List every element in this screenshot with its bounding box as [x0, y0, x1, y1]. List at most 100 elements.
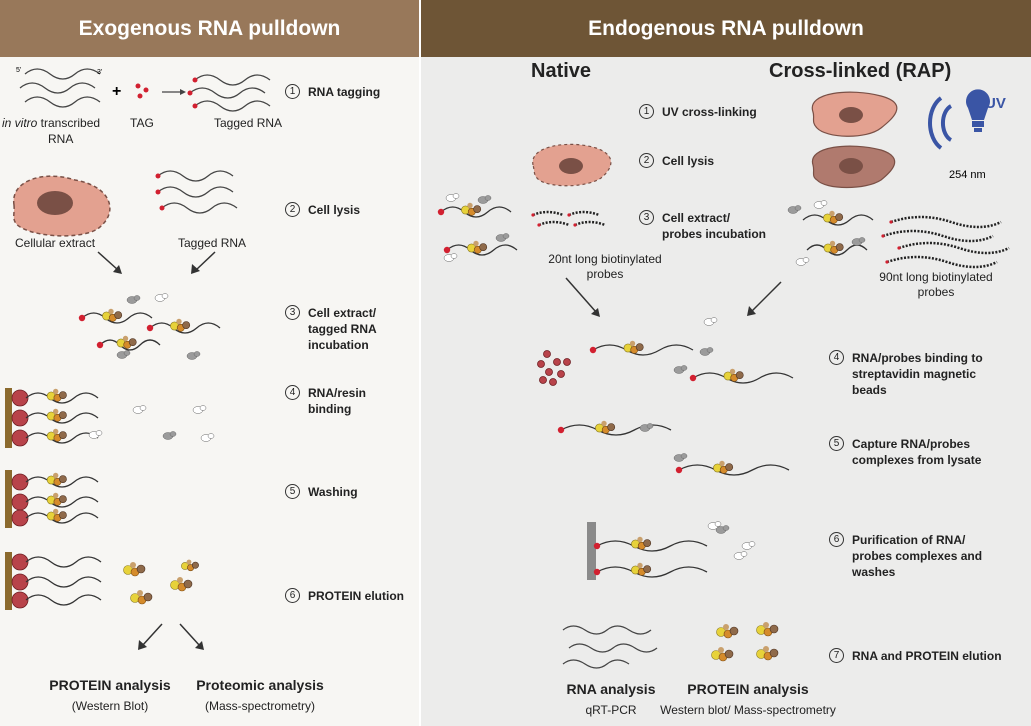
probe: [882, 229, 994, 243]
protein-icon: [53, 428, 59, 435]
eluted-proteins: [123, 559, 199, 605]
analysis-title: PROTEIN analysis: [49, 677, 171, 693]
bead-icon: [553, 358, 561, 366]
unbound-protein-icon: [207, 433, 215, 439]
tag-dot: [593, 568, 601, 576]
unbound-protein-icon: [193, 351, 201, 357]
proteomic-analysis: Proteomic analysis (Mass-spectrometry): [175, 678, 345, 714]
nucleus-icon: [839, 158, 863, 174]
tagged-rna-label: Tagged RNA: [178, 236, 247, 250]
bead-icon: [11, 493, 29, 511]
rna-strand: [25, 556, 102, 568]
probe: [574, 220, 606, 227]
resin-bar: [5, 388, 12, 448]
exogenous-diagram: 5' 3' +: [5, 67, 271, 650]
probe: [568, 210, 600, 217]
unbound-protein-icon: [646, 423, 654, 429]
eluted-proteins: [711, 622, 779, 662]
unbound-protein-icon: [95, 430, 103, 436]
analysis-sub: (Western Blot): [71, 699, 149, 713]
step-number: 6: [285, 588, 300, 603]
protein-icon: [769, 624, 779, 634]
crosslinked-complexes: [787, 200, 874, 266]
step-number: 5: [829, 436, 844, 451]
step-6: 6 Purification of RNA/ probes complexes a…: [829, 532, 982, 580]
resin-bar: [5, 552, 12, 610]
protein-icon: [176, 318, 182, 325]
bead-icon: [11, 473, 29, 491]
protein-icon: [59, 475, 67, 483]
bead-icon: [11, 509, 29, 527]
protein-icon: [729, 368, 736, 375]
tag-dot: [593, 542, 601, 550]
protein-icon: [723, 624, 729, 630]
unbound-protein-icon: [133, 295, 141, 301]
purified-complexes: [593, 521, 756, 578]
protein-icon: [769, 648, 779, 658]
unbound-protein-icon: [802, 257, 810, 263]
uv-lamp-icon: [928, 89, 991, 150]
in-vitro-label: in vitro transcribed: [2, 116, 101, 130]
protein-icon: [479, 243, 488, 251]
protein-icon: [835, 243, 844, 251]
rna-analysis: RNA analysis qRT-PCR: [551, 682, 671, 718]
nucleus-icon: [559, 158, 583, 174]
step-label: RNA and PROTEIN elution: [852, 649, 1002, 663]
tag-dot: [78, 314, 86, 322]
tagged-rna-strands: [157, 170, 238, 214]
resin-bound-complexes: [11, 388, 215, 447]
arrow-icon: [179, 623, 204, 650]
protein-icon: [729, 626, 739, 636]
endogenous-title: Endogenous RNA pulldown: [421, 0, 1031, 57]
protein-icon: [182, 321, 191, 329]
protein-icon: [186, 559, 192, 565]
tagged-rna-label: Tagged RNA: [214, 116, 283, 130]
unbound-protein-icon: [450, 253, 458, 259]
rna-protein-complexes: [78, 293, 221, 360]
analysis-sub: qRT-PCR: [585, 703, 637, 717]
unbound-protein-icon: [139, 405, 147, 411]
tag-dot: [443, 246, 451, 254]
probe: [890, 215, 1002, 229]
bead-icon: [563, 358, 571, 366]
unbound-protein-icon: [484, 195, 492, 201]
step-label: Cell extract/ tagged RNA incubation: [308, 306, 377, 352]
resin-bar: [5, 470, 12, 528]
unbound-protein-icon: [794, 205, 802, 211]
protein-icon: [59, 431, 67, 439]
biotin-dot: [573, 223, 577, 227]
protein-icon: [53, 472, 59, 479]
bead-icon: [11, 409, 29, 427]
protein-icon: [122, 335, 129, 342]
protein-icon: [53, 508, 59, 515]
protein-icon: [137, 590, 143, 596]
protein-icon: [643, 565, 652, 573]
unbound-protein-icon: [858, 237, 866, 243]
tagged-rna-strands: [189, 74, 271, 112]
protein-icon: [763, 622, 769, 628]
biotin-dot: [881, 234, 885, 238]
step-label: Cell lysis: [662, 154, 715, 168]
step-label: Purification of RNA/ probes complexes an…: [852, 533, 983, 579]
protein-icon: [601, 420, 607, 427]
protein-analysis: PROTEIN analysis Western blot/ Mass-spec…: [643, 682, 853, 718]
unbound-protein-icon: [680, 365, 688, 371]
protein-icon: [53, 408, 59, 415]
tag-dots: [155, 173, 165, 211]
analysis-sub: Western blot/ Mass-spectrometry: [660, 703, 836, 717]
crosslinked-heading: Cross-linked (RAP): [769, 60, 952, 82]
step-number: 6: [829, 532, 844, 547]
tag-label: TAG: [130, 116, 154, 130]
long-probes: [881, 215, 1010, 269]
protein-icon: [59, 411, 67, 419]
five-prime-label: 5': [16, 67, 21, 74]
rna-strand: [25, 512, 99, 524]
protein-icon: [829, 210, 835, 217]
step-number: 4: [285, 385, 300, 400]
exogenous-title: Exogenous RNA pulldown: [0, 0, 419, 57]
bead-icon: [11, 389, 29, 407]
protein-icon: [473, 205, 482, 213]
bead-icon: [557, 370, 565, 378]
arrow-icon: [138, 623, 163, 650]
